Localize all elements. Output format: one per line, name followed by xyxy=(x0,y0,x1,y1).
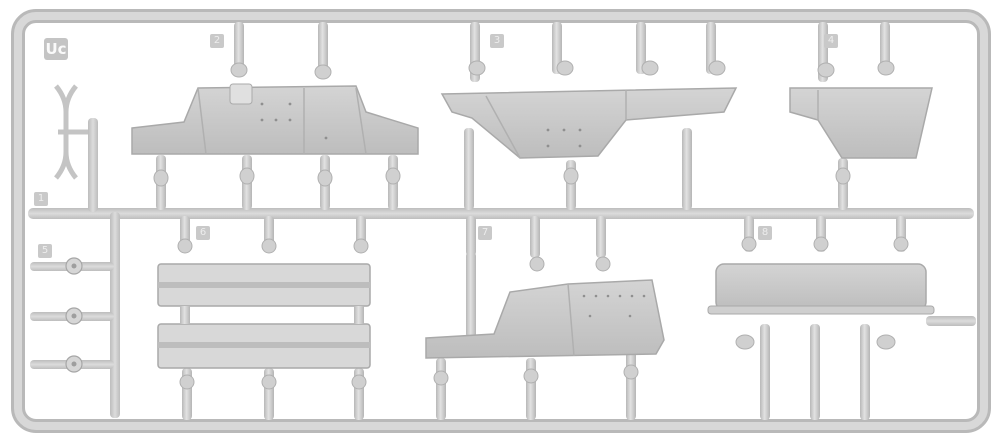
part-1-fork xyxy=(54,84,88,180)
part-number-5: 5 xyxy=(38,244,52,258)
part-number-1: 1 xyxy=(34,192,48,206)
middle-runner xyxy=(28,208,974,219)
part-7-panel xyxy=(425,279,665,359)
part-5-pins xyxy=(30,257,114,373)
sprue-id-label: Uc xyxy=(44,38,68,60)
part-2-panel xyxy=(131,83,419,155)
part-number-6: 6 xyxy=(196,226,210,240)
part-6-planks xyxy=(157,263,371,369)
part-number-4: 4 xyxy=(824,34,838,48)
part-number-8: 8 xyxy=(758,226,772,240)
part-number-3: 3 xyxy=(490,34,504,48)
part-number-2: 2 xyxy=(210,34,224,48)
part-8-bench xyxy=(707,263,976,326)
part-number-7: 7 xyxy=(478,226,492,240)
part-3-panel xyxy=(440,87,738,159)
part-4-panel xyxy=(789,87,933,159)
